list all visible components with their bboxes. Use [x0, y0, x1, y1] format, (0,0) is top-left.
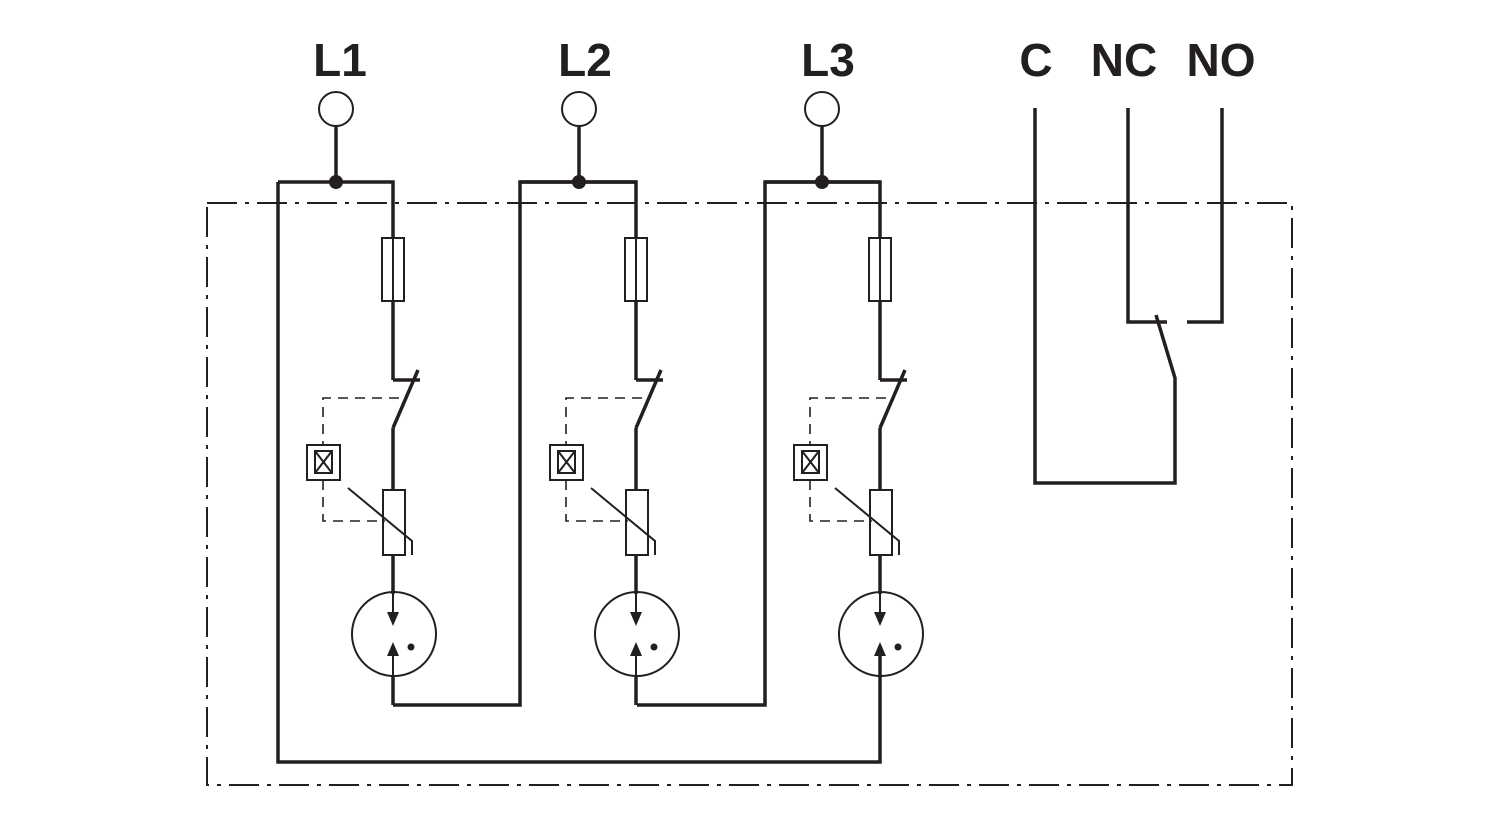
- top-bus-1: [278, 180, 395, 238]
- varistor-characteristic-1: [347, 487, 413, 555]
- terminal-l3-icon: [804, 91, 840, 127]
- common-contact-wire: [1033, 108, 1177, 485]
- electrode-upper-1-icon: [387, 612, 399, 626]
- mechanical-link-bottom-3: [809, 480, 872, 522]
- electrode-upper-2-icon: [630, 612, 642, 626]
- top-bus-2: [520, 180, 638, 238]
- indicator-cross-1: [314, 450, 333, 474]
- label-l1: L1: [313, 34, 367, 86]
- mechanical-link-bottom-2: [565, 480, 628, 522]
- status-indicator-1-icon: [306, 444, 341, 481]
- label-nc: NC: [1091, 34, 1157, 86]
- status-indicator-2-icon: [549, 444, 584, 481]
- enclosure-boundary: [206, 202, 1293, 786]
- varistor-1-icon: [382, 489, 406, 556]
- status-indicator-3-icon: [793, 444, 828, 481]
- label-l2: L2: [558, 34, 612, 86]
- wire-branch2-to-branch3: [637, 180, 880, 707]
- junction-dot-1: [329, 175, 343, 189]
- electrode-lower-1-icon: [387, 642, 399, 656]
- branch-1: [278, 91, 437, 705]
- gas-dot-1: [407, 643, 415, 651]
- electrode-upper-3-icon: [874, 612, 886, 626]
- mechanical-link-top-3: [809, 397, 886, 445]
- gas-dot-2: [650, 643, 658, 651]
- nc-contact-wire: [1126, 108, 1167, 324]
- gas-dot-3: [894, 643, 902, 651]
- no-contact-wire: [1187, 108, 1224, 324]
- electrode-lower-2-icon: [630, 642, 642, 656]
- top-bus-3: [765, 180, 882, 238]
- remote-signal-contact: [1033, 108, 1224, 485]
- indicator-cross-2: [557, 450, 576, 474]
- branch-2: [520, 91, 680, 705]
- varistor-2-icon: [625, 489, 649, 556]
- branch-3: [765, 91, 924, 677]
- label-c: C: [1019, 34, 1052, 86]
- label-no: NO: [1187, 34, 1256, 86]
- disconnector-2-icon: [634, 369, 663, 429]
- wire-branch1-to-branch2: [393, 180, 636, 707]
- mechanical-link-top-2: [565, 397, 642, 445]
- varistor-characteristic-3: [834, 487, 900, 555]
- terminal-l2-icon: [561, 91, 597, 127]
- wire-return-loop: [276, 182, 882, 764]
- indicator-cross-3: [801, 450, 820, 474]
- disconnector-1-icon: [391, 369, 420, 429]
- label-l3: L3: [801, 34, 855, 86]
- indicator-window-3: [801, 450, 820, 474]
- indicator-window-1: [314, 450, 333, 474]
- terminal-l1-icon: [318, 91, 354, 127]
- disconnector-3-icon: [878, 369, 907, 429]
- mechanical-link-bottom-1: [322, 480, 385, 522]
- indicator-window-2: [557, 450, 576, 474]
- varistor-3-icon: [869, 489, 893, 556]
- phase-branches: [278, 91, 924, 705]
- mechanical-link-top-1: [322, 397, 399, 445]
- varistor-characteristic-2: [590, 487, 656, 555]
